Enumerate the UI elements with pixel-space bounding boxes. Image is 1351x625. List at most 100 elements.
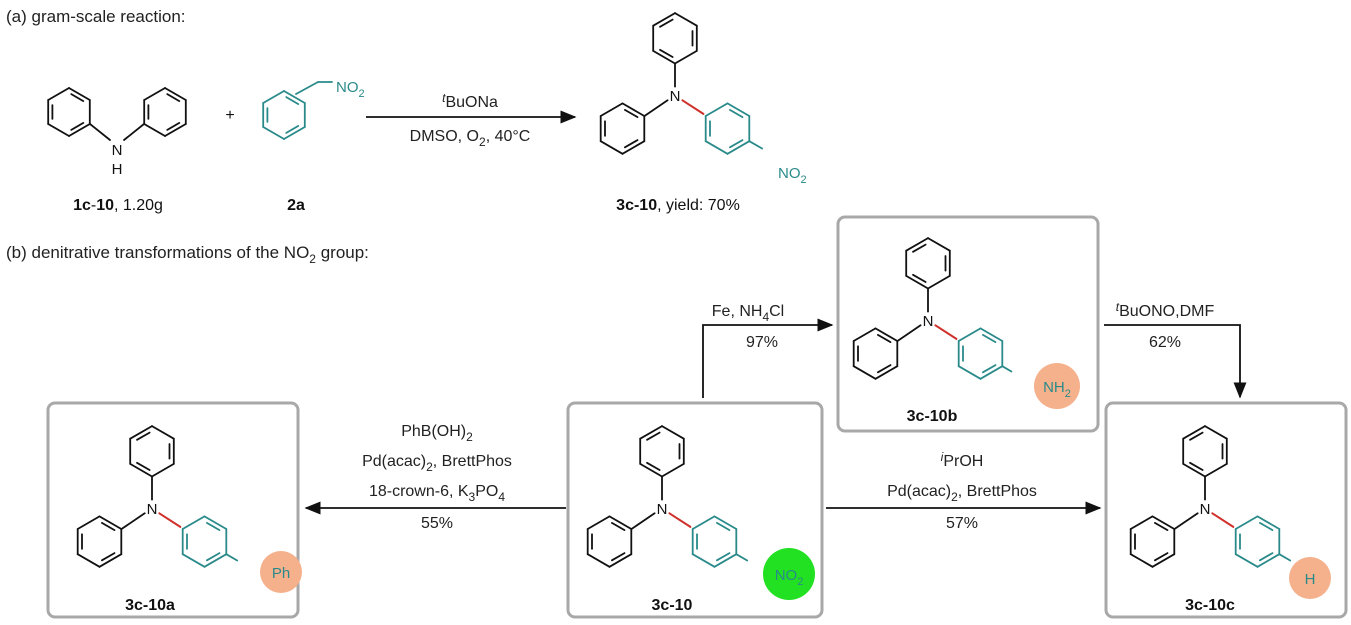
c10b-left-phenyl-bond	[874, 327, 899, 342]
c10-left-phenyl-double-bond	[611, 522, 626, 531]
box-3c-10b	[836, 215, 1100, 433]
c10-teal-phenyl-bond	[713, 515, 738, 530]
c10-teal-phenyl-double-bond	[716, 522, 731, 531]
section-a-title: (a) gram-scale reaction:	[6, 7, 186, 26]
molecule-bonds	[47, 12, 1292, 568]
c10-top-phenyl-bond	[639, 462, 663, 478]
c10-label: 3c-10	[652, 597, 693, 614]
c10a-red-nc-bond	[158, 512, 182, 528]
c10b-red-nc-bond	[934, 324, 958, 340]
c10a-top-phenyl-bond	[129, 462, 153, 478]
arylation-line3: 18-crown-6, K3PO4	[369, 483, 505, 504]
c10b-left-phenyl-double-bond	[877, 333, 892, 344]
c10b-teal-phenyl-bond	[979, 365, 1004, 380]
c10-top-phenyl-double-bond	[646, 431, 661, 441]
c10a-n-left-bond	[120, 512, 146, 530]
deamination-yield: 62%	[1149, 334, 1181, 351]
ph-highlight	[260, 551, 302, 593]
product-a-left-phenyl-double-bond	[624, 139, 639, 149]
amine-left-phenyl-double-bond	[70, 93, 85, 102]
product-a-left-phenyl-bond	[621, 102, 646, 117]
c10c-top-phenyl-double-bond	[1189, 431, 1204, 441]
hydrodenitration-yield: 57%	[946, 515, 978, 532]
c10-left-phenyl-bond	[586, 553, 611, 568]
c10a-top-phenyl-bond	[151, 462, 175, 478]
arrow-deamination	[1104, 324, 1247, 399]
amine-right-phenyl-bond	[143, 123, 166, 137]
c10a-label: 3c-10a	[125, 597, 175, 614]
c10a-top-phenyl-bond	[129, 425, 153, 440]
amine-right-phenyl-double-bond	[166, 93, 181, 102]
c10-left-phenyl-bond	[608, 553, 633, 568]
product-a-teal-phenyl-bond	[726, 102, 751, 117]
c10-no2-label: NO2	[775, 567, 804, 588]
c10-red-nc-bond	[668, 512, 692, 528]
c10c-n-atom: N	[1200, 501, 1211, 518]
c10c-top-phenyl-bond	[1182, 462, 1206, 478]
amine-left-phenyl-bond	[47, 123, 70, 137]
c10a-left-phenyl-bond	[98, 553, 123, 568]
c10c-teal-phenyl-double-bond	[1259, 522, 1274, 531]
box-3c-10a	[46, 401, 300, 619]
product-a-left-phenyl-double-bond	[624, 109, 639, 118]
product-a-left-phenyl-bond	[621, 140, 646, 155]
c10c-red-nc-bond	[1211, 512, 1235, 528]
reduction-reagent: Fe, NH4Cl	[712, 303, 784, 324]
product-a-no2-label: NO2	[778, 165, 807, 186]
c10-teal-phenyl-bond	[713, 553, 738, 568]
product-a-teal-phenyl-bond	[726, 140, 751, 155]
c10b-teal-phenyl-bond	[957, 365, 982, 380]
hydrodenitration-line2: Pd(acac)2, BrettPhos	[887, 483, 1037, 504]
c10a-top-phenyl-double-bond	[136, 431, 151, 441]
c10b-left-phenyl-double-bond	[877, 364, 892, 374]
c10b-para-bond	[1001, 365, 1013, 373]
product-a-teal-phenyl-double-bond	[729, 109, 744, 118]
product-a-teal-phenyl-double-bond	[729, 139, 744, 149]
product-a-top-phenyl-double-bond	[659, 48, 674, 58]
c10b-top-phenyl-bond	[927, 274, 951, 290]
c10-top-phenyl-bond	[661, 462, 685, 478]
c10c-left-phenyl-bond	[1129, 515, 1154, 530]
product-a-left-phenyl-bond	[599, 140, 624, 155]
amine-right-phenyl-bond	[143, 87, 166, 101]
arylation-line1: PhB(OH)2	[401, 423, 473, 444]
product-a-top-phenyl-bond	[674, 50, 698, 65]
c10a-teal-phenyl-bond	[181, 553, 206, 568]
c10c-teal-phenyl-bond	[1256, 515, 1281, 530]
nitrobenzene-ring-double-bond	[285, 96, 300, 105]
amine-left-phenyl-bond	[68, 123, 91, 137]
c10-teal-phenyl-bond	[691, 515, 716, 530]
c10-para-bond	[735, 553, 749, 562]
product-a-n-atom: N	[670, 88, 681, 105]
c10a-ph-label: Ph	[272, 565, 290, 582]
c10a-para-bond	[225, 553, 239, 562]
c10b-top-phenyl-double-bond	[912, 273, 927, 283]
c10b-left-phenyl-bond	[852, 365, 877, 380]
amine-compound-label: 1c-10, 1.20g	[73, 197, 163, 214]
section-b-title: (b) denitrative transformations of the N…	[6, 243, 369, 266]
product-a-red-nc-bond	[681, 99, 705, 115]
c10c-para-bond	[1278, 553, 1292, 562]
c10c-teal-phenyl-bond	[1256, 553, 1281, 568]
c10b-top-phenyl-bond	[905, 237, 929, 252]
c10b-teal-phenyl-double-bond	[982, 333, 997, 344]
c10-top-phenyl-double-bond	[646, 461, 661, 471]
product-a-top-phenyl-bond	[674, 12, 698, 27]
nitro-group-label: NO2	[336, 79, 365, 100]
arylation-yield: 55%	[421, 515, 453, 532]
amine-left-phenyl-double-bond	[70, 122, 85, 131]
c10a-left-phenyl-bond	[98, 515, 123, 530]
hydrodenitration-line1: iPrOH	[941, 450, 984, 470]
c10-top-phenyl-bond	[639, 425, 663, 440]
c10b-top-phenyl-double-bond	[912, 243, 927, 253]
nitrobenzene-ring-double-bond	[285, 125, 300, 134]
amine-n-right-bond	[123, 123, 145, 141]
c10b-teal-phenyl-double-bond	[982, 364, 997, 374]
c10a-n-atom: N	[147, 501, 158, 518]
h-highlight	[1289, 557, 1331, 599]
c10c-teal-phenyl-bond	[1234, 515, 1259, 530]
product-a-top-phenyl-double-bond	[659, 18, 674, 28]
nitrobenzene-ring-bond	[262, 90, 285, 104]
c10a-teal-phenyl-bond	[203, 553, 228, 568]
c10-n-left-bond	[630, 512, 656, 530]
